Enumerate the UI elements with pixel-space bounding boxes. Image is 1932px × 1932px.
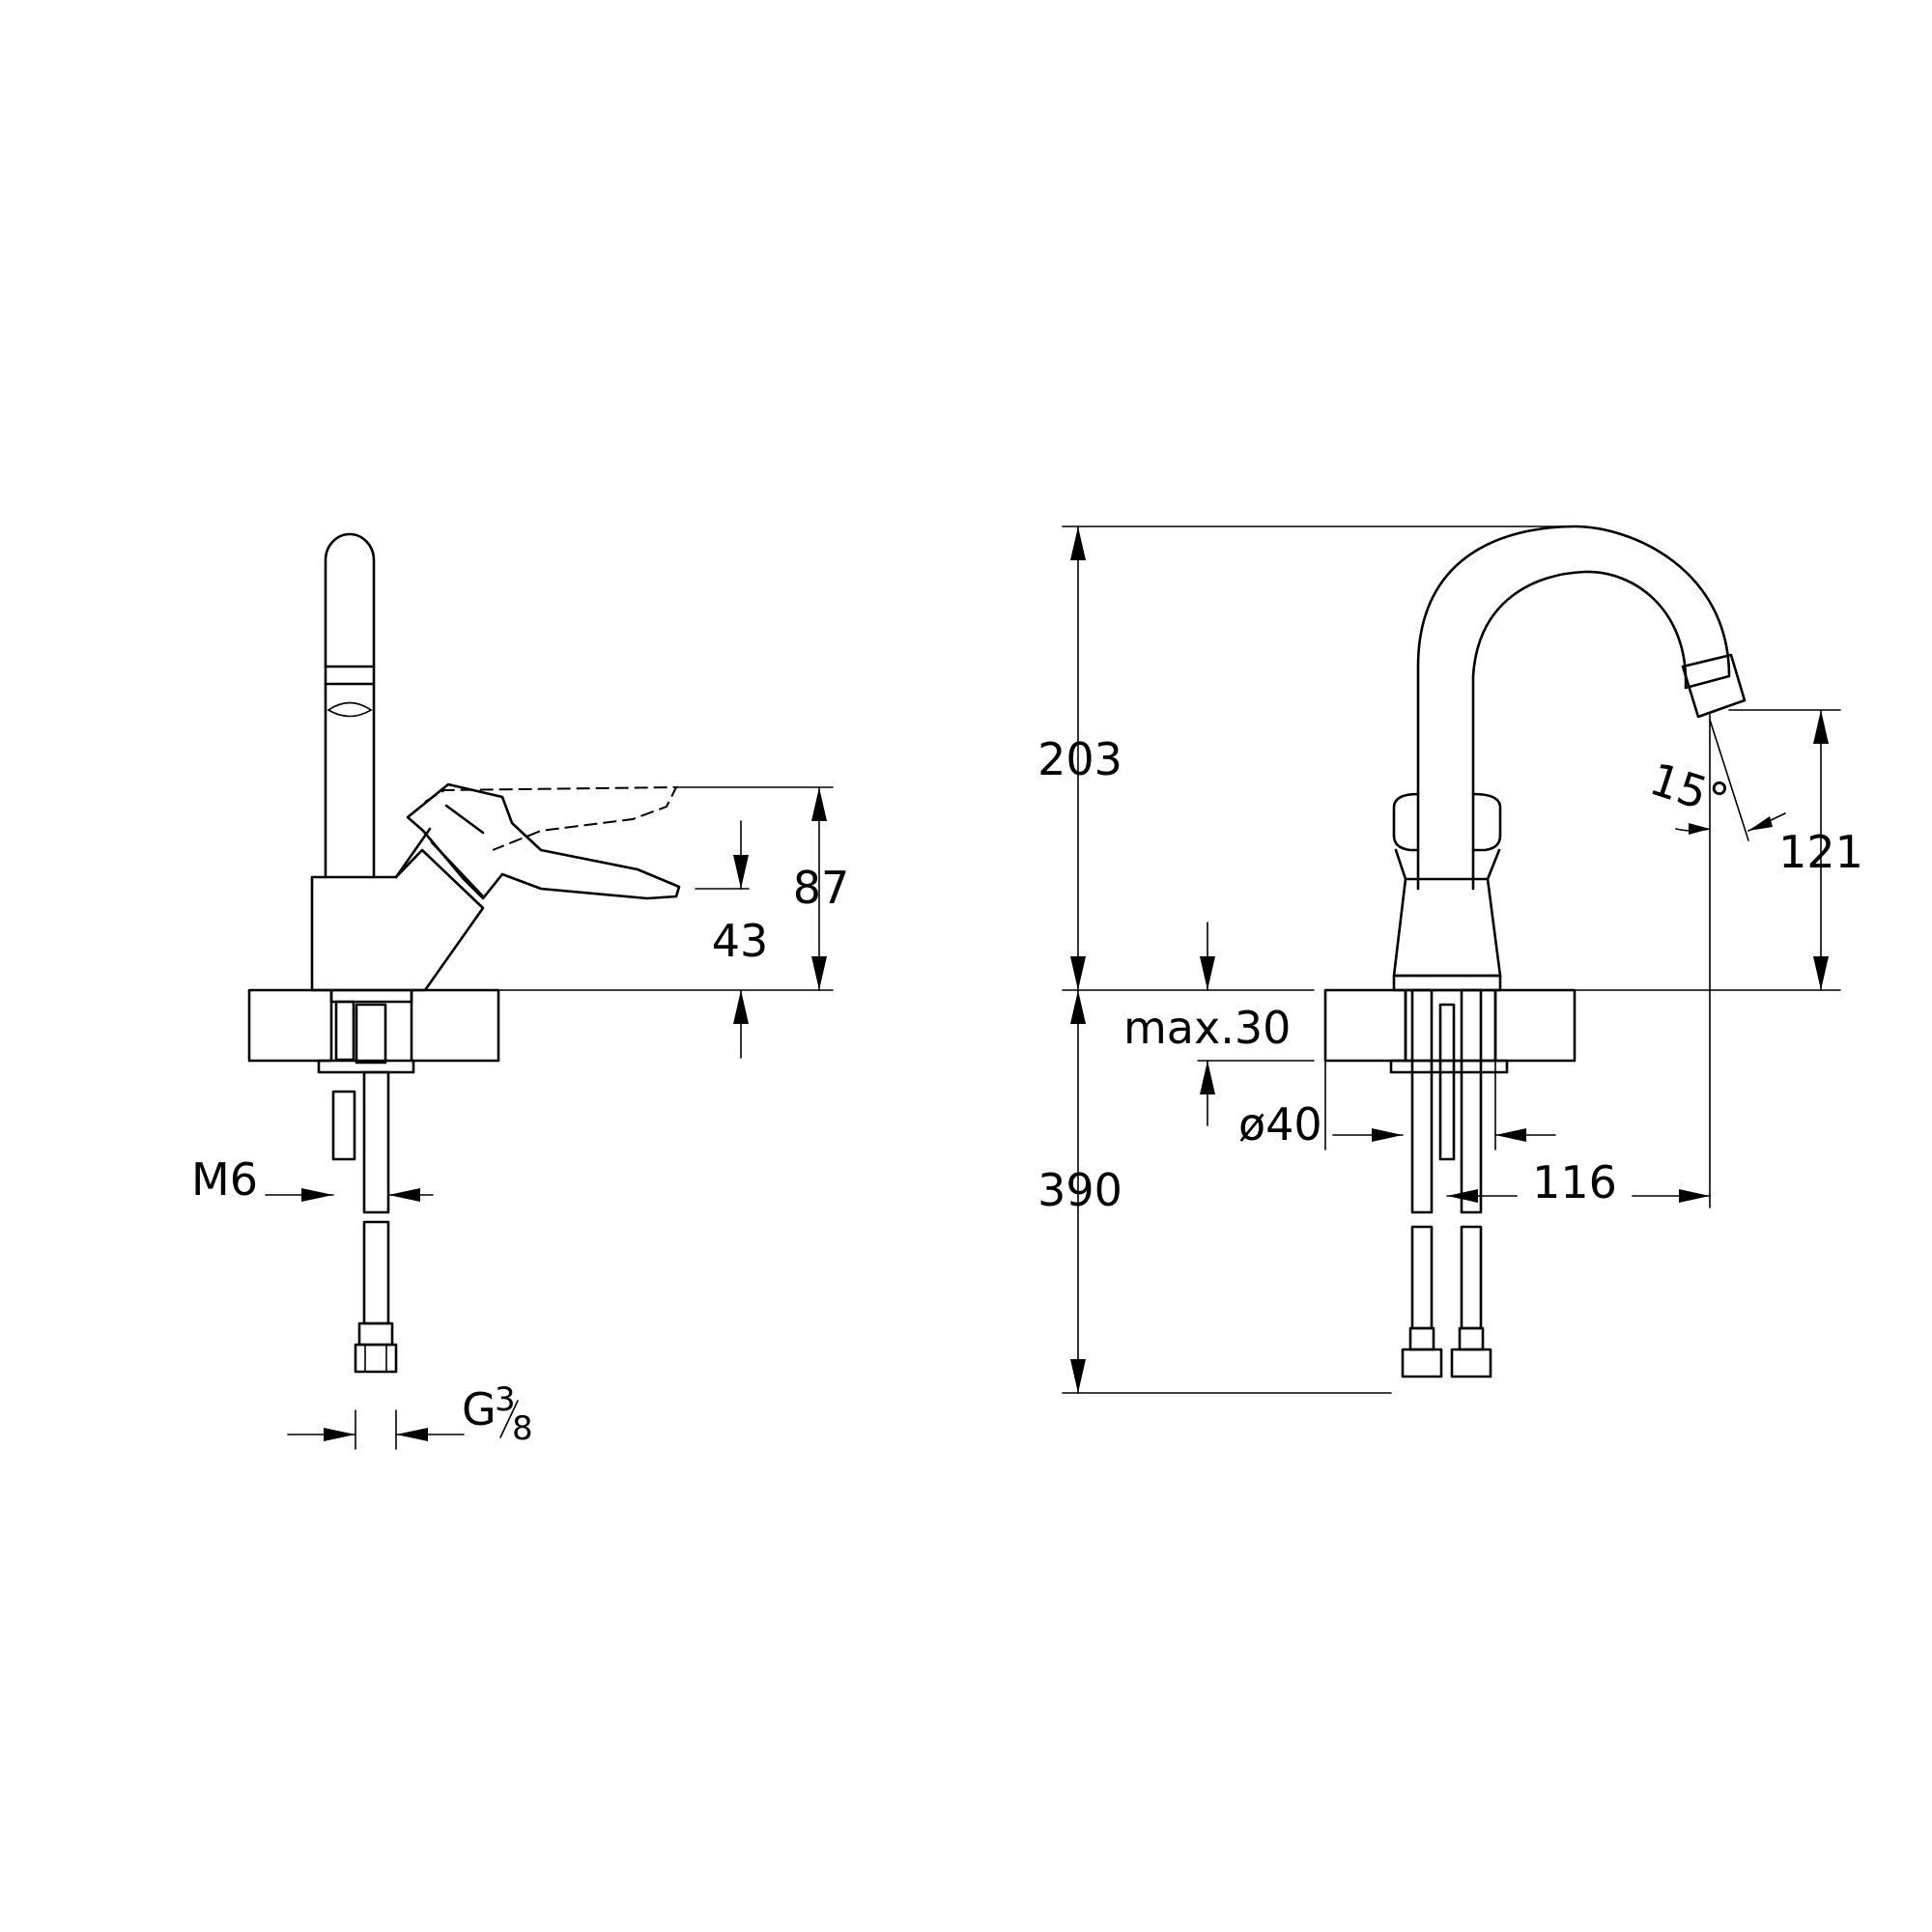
dim-handle-lift: 43 xyxy=(695,820,769,1059)
dim-stud-thread: M6 xyxy=(191,1153,434,1206)
mixer-body-front xyxy=(1392,792,1502,992)
dim-label-43: 43 xyxy=(712,915,769,967)
dim-label-15deg: 15° xyxy=(1644,753,1735,827)
countertop-section-left xyxy=(247,988,834,1063)
dim-label-87: 87 xyxy=(793,862,850,914)
dim-outlet-height: 121 xyxy=(1728,709,1863,991)
dim-handle-height: 87 xyxy=(675,786,850,991)
dim-connection-thread: G 3 8 xyxy=(287,1380,533,1450)
front-view-faucet: 203 390 max.30 ø40 xyxy=(1037,525,1863,1394)
aerator-icon xyxy=(324,665,376,718)
dim-swivel-angle: 15° xyxy=(1644,719,1786,841)
dim-hole-diameter: ø40 xyxy=(1238,1060,1556,1151)
dim-label-o40: ø40 xyxy=(1238,1098,1322,1151)
dim-spout-reach: 116 xyxy=(1446,714,1711,1208)
side-view-faucet: 87 43 M6 G 3 xyxy=(191,532,850,1450)
dim-label-g-den: 8 xyxy=(512,1409,533,1448)
gooseneck-spout xyxy=(1416,525,1731,891)
dim-label-203: 203 xyxy=(1037,733,1122,785)
dim-total-height: 203 xyxy=(1037,526,1576,991)
spout-tube xyxy=(324,532,376,879)
dim-hose-length: 390 xyxy=(1037,989,1392,1394)
lever-handle xyxy=(406,782,681,900)
dim-label-g-num: 3 xyxy=(495,1380,516,1419)
mounting-hardware-front xyxy=(1389,988,1509,1378)
mounting-hardware xyxy=(317,988,415,1374)
dim-max-deck-thickness: max.30 xyxy=(1123,922,1291,1126)
dim-label-g: G xyxy=(462,1383,497,1435)
dim-label-390: 390 xyxy=(1037,1164,1122,1216)
dim-label-m6: M6 xyxy=(191,1153,258,1206)
dim-label-121: 121 xyxy=(1778,826,1863,878)
dim-label-max30: max.30 xyxy=(1123,1002,1291,1054)
dim-label-116: 116 xyxy=(1532,1156,1617,1208)
lever-handle-open-position xyxy=(424,785,678,851)
